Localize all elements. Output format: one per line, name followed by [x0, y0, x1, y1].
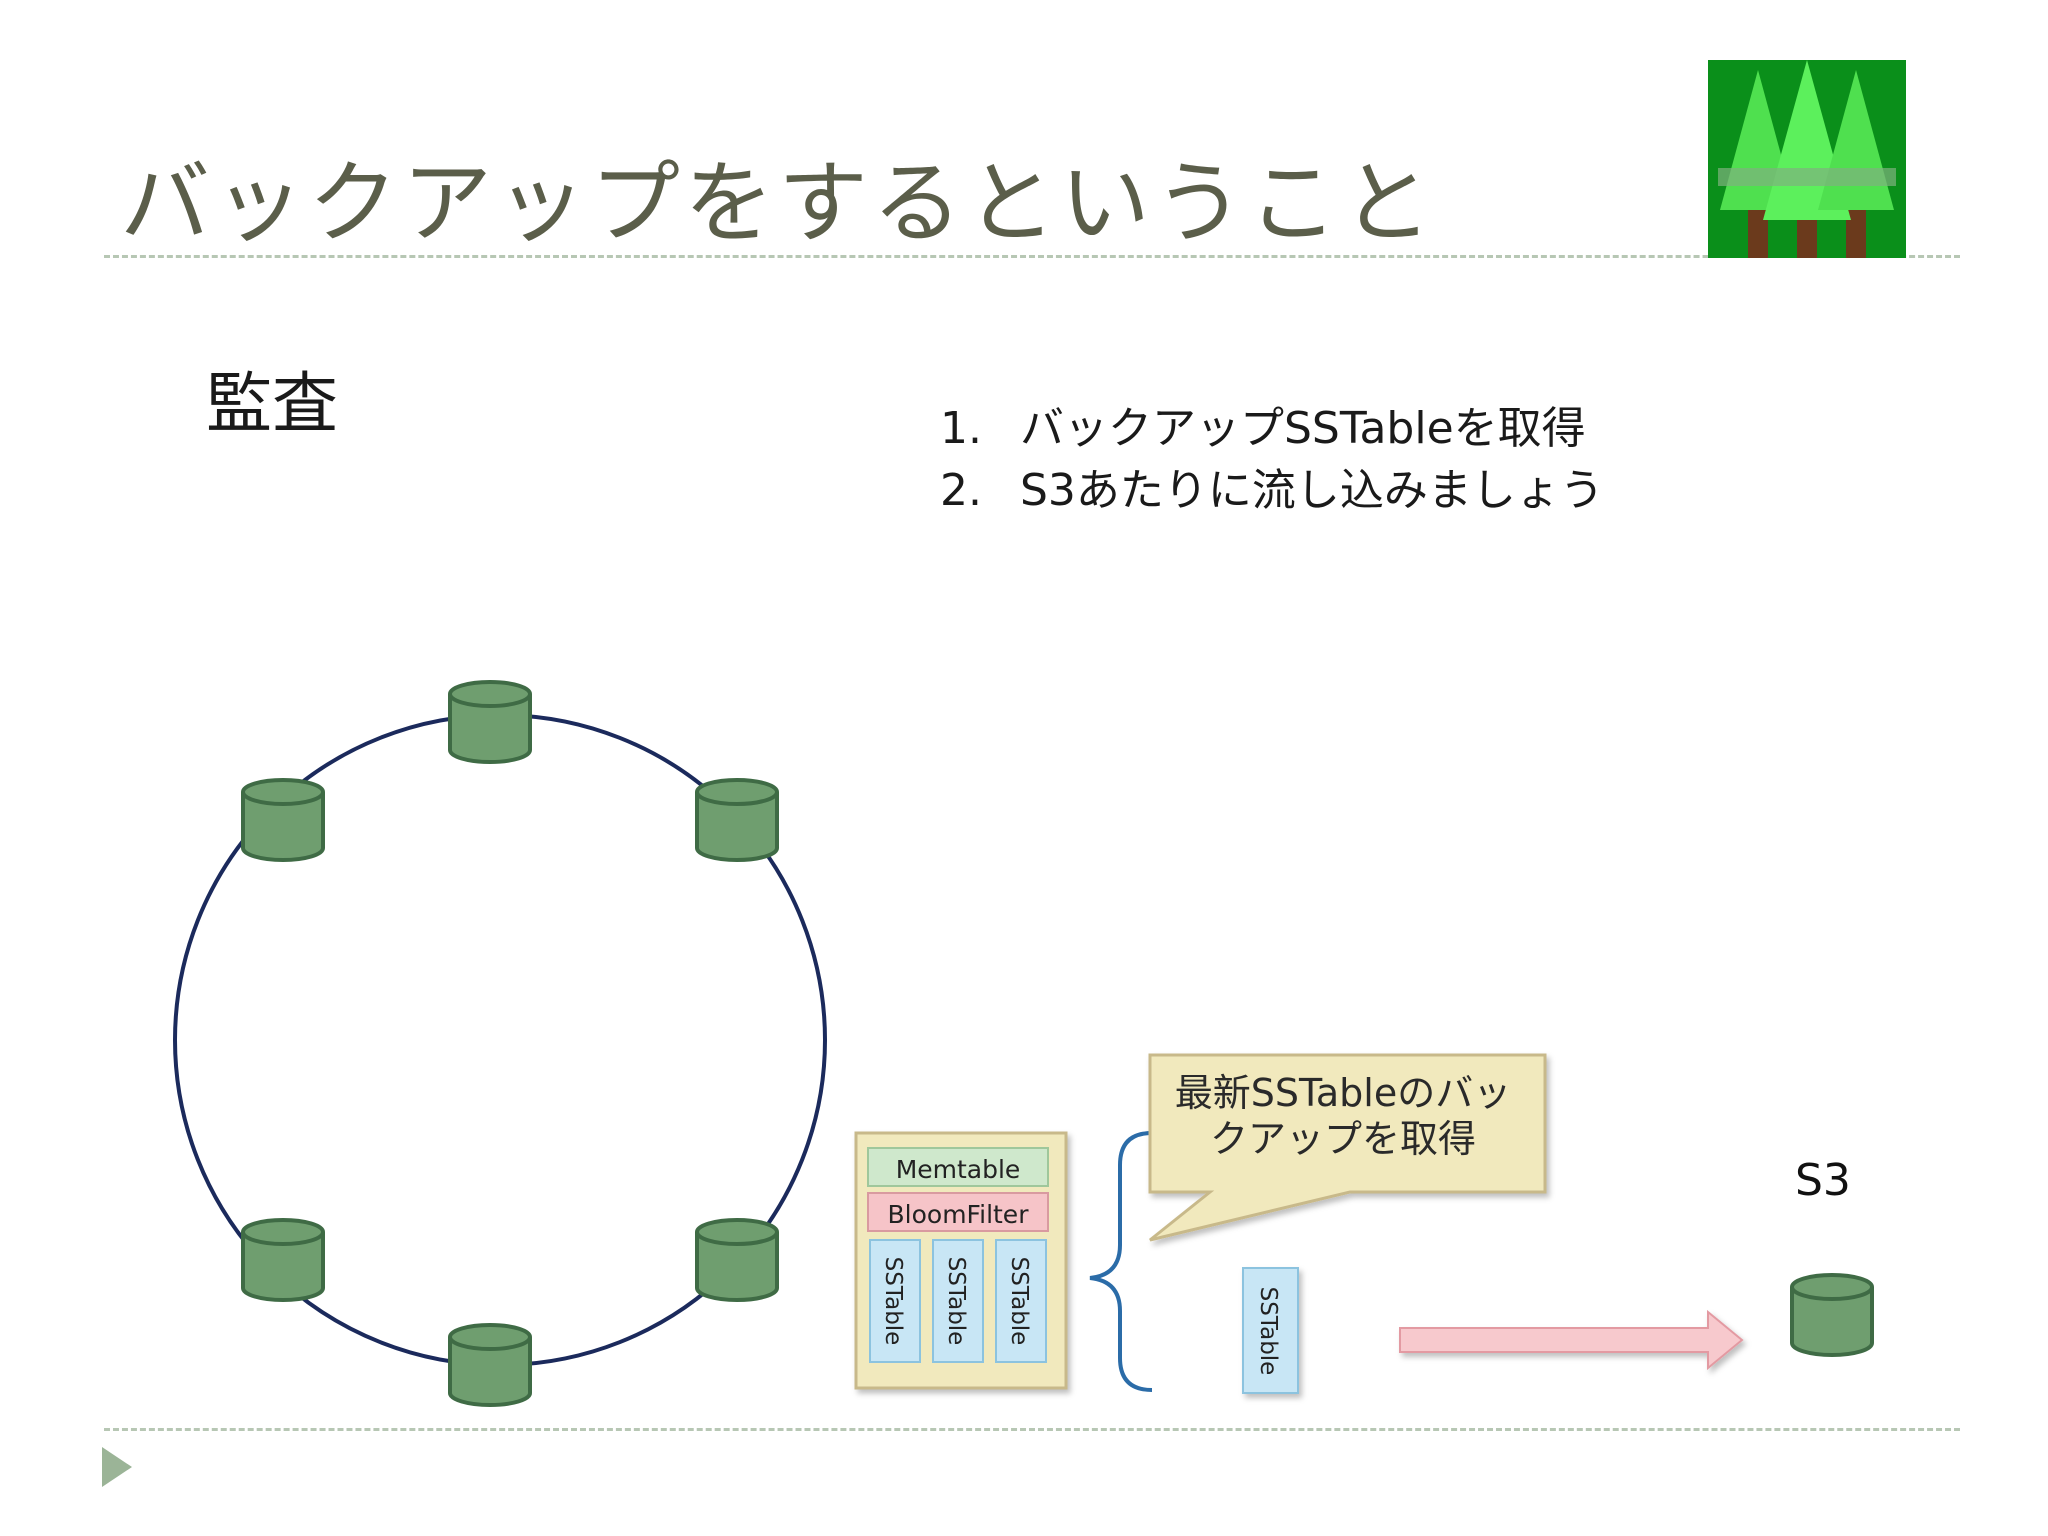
- step-number: 1.: [940, 403, 982, 454]
- ring-node-cylinder-icon: [695, 778, 779, 862]
- footer-divider: [104, 1428, 1960, 1431]
- callout-text: 最新SSTableのバッ クアップを取得: [1158, 1070, 1528, 1162]
- title-divider: [104, 255, 1960, 258]
- bloomfilter-label: BloomFilter: [888, 1200, 1030, 1229]
- step-text: バックアップSSTableを取得: [1020, 403, 1586, 454]
- sstable-box: [869, 1239, 921, 1363]
- forest-logo-icon: [1708, 60, 1906, 258]
- subtitle: 監査: [206, 365, 338, 442]
- s3-label: S3: [1795, 1155, 1851, 1206]
- selection-brace: [1089, 1131, 1153, 1392]
- sstable-label: SSTable: [943, 1257, 969, 1346]
- memtable-box: [867, 1147, 1049, 1187]
- sstable-box: [995, 1239, 1047, 1363]
- ring-node-cylinder-icon: [241, 1218, 325, 1302]
- steps-list: 1. バックアップSSTableを取得 2. S3あたりに流し込みましょう: [940, 398, 1604, 522]
- step-item: 1. バックアップSSTableを取得: [940, 398, 1604, 460]
- page-title: バックアップをするということ: [120, 151, 1436, 256]
- memtable-label: Memtable: [896, 1155, 1021, 1184]
- backup-sstable-label: SSTable: [1255, 1287, 1281, 1376]
- node-internals: Memtable BloomFilter SSTable SSTable SST…: [854, 1131, 1068, 1390]
- ring-node-cylinder-icon: [448, 1323, 532, 1407]
- callout-line: クアップを取得: [1209, 1117, 1476, 1161]
- step-text: S3あたりに流し込みましょう: [1020, 465, 1604, 516]
- sstable-label: SSTable: [880, 1257, 906, 1346]
- callout-line: 最新SSTableのバッ: [1174, 1071, 1512, 1115]
- triangle-right-icon[interactable]: [102, 1447, 132, 1487]
- callout-bubble: [1148, 1053, 1547, 1242]
- ring-node-cylinder-icon: [448, 680, 532, 764]
- ring-node-cylinder-icon: [241, 778, 325, 862]
- transfer-arrow: [1399, 1309, 1744, 1371]
- ring-node-cylinder-icon: [695, 1218, 779, 1302]
- bloomfilter-box: [867, 1192, 1049, 1232]
- sstable-label: SSTable: [1006, 1257, 1032, 1346]
- backup-sstable-box: [1242, 1267, 1299, 1394]
- step-item: 2. S3あたりに流し込みましょう: [940, 460, 1604, 522]
- step-number: 2.: [940, 465, 982, 516]
- sstable-box: [932, 1239, 984, 1363]
- s3-storage-cylinder-icon: [1790, 1273, 1874, 1357]
